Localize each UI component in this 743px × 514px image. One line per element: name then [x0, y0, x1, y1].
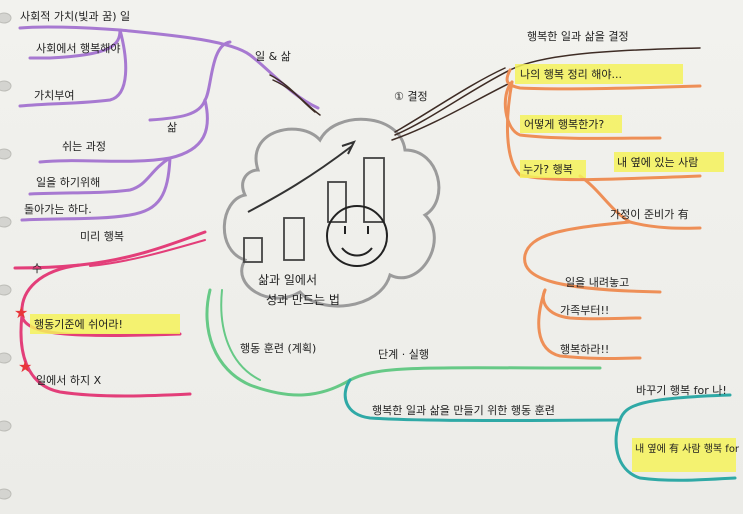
top-right-item: 가족부터!!	[560, 304, 609, 317]
bottom-item: 단계 · 실행	[378, 348, 429, 361]
top-left-item: 가치부여	[34, 89, 74, 102]
branch-top-right-label: ① 결정	[394, 90, 428, 103]
highlight-mark	[614, 152, 724, 172]
highlight-mark	[30, 314, 180, 334]
top-right-item: 누가? 행복	[523, 163, 573, 176]
center-title-line1: 삶과 일에서	[258, 273, 317, 287]
cloud-outline	[222, 117, 441, 308]
top-right-item: 내 옆에 있는 사람	[617, 156, 698, 169]
top-right-item: 일을 내려놓고	[565, 275, 629, 289]
branch-top-left	[18, 25, 321, 222]
branch-left-mid	[13, 230, 207, 398]
branch-bottom	[205, 288, 737, 482]
top-left-item: 사회에서 행복해야	[36, 41, 120, 55]
highlight-mark	[520, 115, 622, 133]
top-right-item: 어떻게 행복한가?	[524, 118, 604, 131]
star-icon: ★	[18, 357, 32, 376]
top-left-item: 돌아가는 하다.	[24, 202, 92, 216]
top-left-item: 삶	[167, 121, 177, 134]
top-left-item: 쉬는 과정	[62, 140, 106, 153]
branch-top-left-label: 일 & 삶	[255, 49, 291, 63]
top-right-item: 가정이 준비가 有	[610, 207, 689, 221]
branch-left-mid-label: 미리 행복	[80, 230, 124, 243]
top-right-item: 행복한 일과 삶을 결정	[527, 29, 629, 43]
top-right-item: 행복하라!!	[560, 342, 609, 356]
top-left-item: 일을 하기위해	[36, 175, 100, 189]
left-mid-item: 행동기준에 쉬어라!	[34, 318, 123, 331]
center-title-line2: 성과 만드는 법	[266, 293, 340, 307]
left-mid-item: 수	[32, 262, 42, 275]
branch-top-right	[391, 47, 702, 360]
bottom-item: 바꾸기 행복 for 나!	[636, 384, 727, 397]
bottom-item: 내 옆에 有 사람 행복 for 내가 나!	[635, 442, 743, 455]
growth-bars-icon	[243, 157, 385, 263]
binding-rings	[0, 12, 12, 500]
left-mid-item: 일에서 하지 X	[36, 373, 102, 387]
top-left-item: 사회적 가치(빛과 꿈) 일	[20, 9, 130, 23]
top-right-item: 나의 행복 정리 해야...	[520, 67, 622, 81]
central-idea: 삶과 일에서 성과 만드는 법	[222, 117, 441, 308]
branch-bottom-label: 행동 훈련 (계획)	[240, 342, 316, 355]
star-icon: ★	[14, 303, 28, 322]
highlight-mark	[632, 438, 736, 472]
highlight-mark	[515, 64, 683, 84]
highlight-mark	[520, 160, 586, 178]
bottom-item: 행복한 일과 삶을 만들기 위한 행동 훈련	[372, 403, 555, 417]
smiley-face-icon	[326, 205, 388, 267]
